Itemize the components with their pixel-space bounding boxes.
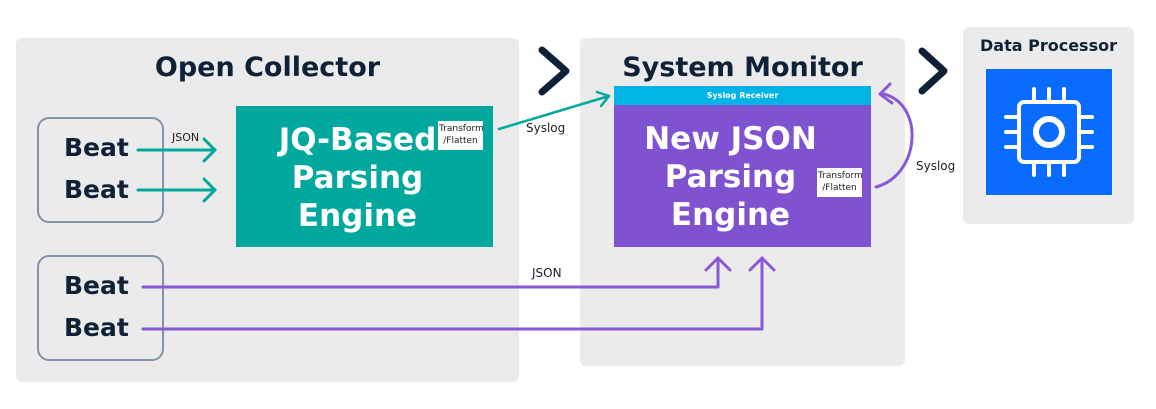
json-transform-badge: Transform /Flatten: [817, 168, 863, 197]
beat-label-4: Beat: [64, 313, 129, 342]
processor-tile: [986, 69, 1112, 195]
beat-to-json-arrow-2: [141, 256, 776, 331]
chevron-right-icon: [918, 47, 948, 95]
edge-label-syslog-mid: Syslog: [526, 121, 566, 135]
open-collector-title: Open Collector: [154, 52, 381, 83]
syslog-receiver-label: Syslog Receiver: [706, 91, 779, 100]
jq-engine-line-1: JQ-Based: [278, 122, 437, 158]
jq-engine-line-3: Engine: [297, 198, 418, 234]
beat-to-jq-arrow-1: [136, 137, 217, 163]
json-to-receiver-curve-arrow: [874, 82, 914, 189]
beat-group-top: [37, 117, 164, 223]
json-engine-line-2: Parsing: [664, 159, 797, 195]
edge-label-json-bottom: JSON: [532, 266, 562, 280]
edge-label-json-top: JSON: [172, 131, 200, 144]
edge-label-syslog-right: Syslog: [916, 159, 956, 173]
beat-label-3: Beat: [64, 271, 129, 300]
beat-label-1: Beat: [64, 133, 129, 162]
syslog-receiver-bar: Syslog Receiver: [614, 86, 871, 105]
beat-label-2: Beat: [64, 175, 129, 204]
beat-to-jq-arrow-2: [136, 177, 217, 203]
chevron-right-icon: [538, 46, 570, 96]
jq-transform-badge: Transform /Flatten: [438, 121, 484, 150]
data-processor-panel: Data Processor: [963, 27, 1134, 224]
beat-group-bottom: [37, 255, 164, 361]
beat-to-json-arrow-1: [141, 256, 732, 289]
data-processor-title: Data Processor: [980, 36, 1117, 55]
system-monitor-title: System Monitor: [622, 52, 863, 83]
jq-to-receiver-arrow: [497, 90, 611, 131]
jq-engine-line-2: Parsing: [291, 160, 424, 196]
json-engine-line-3: Engine: [670, 197, 791, 233]
cpu-chip-icon: [1004, 87, 1094, 177]
json-engine-line-1: New JSON: [644, 121, 817, 157]
